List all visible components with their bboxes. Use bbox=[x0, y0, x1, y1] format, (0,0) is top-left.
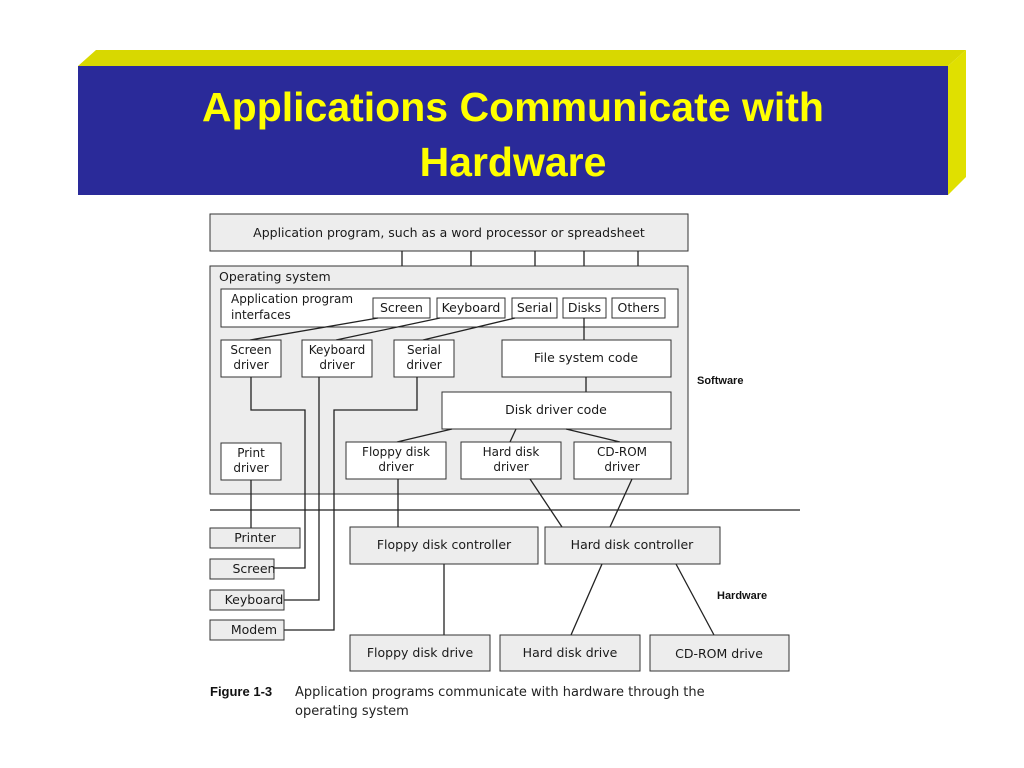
screen-device-label: Screen bbox=[233, 561, 276, 576]
api-item-keyboard-box bbox=[436, 297, 506, 319]
api-label-line1: Application program bbox=[231, 292, 353, 306]
hard-disk-controller-box bbox=[544, 526, 721, 565]
keyboard-driver-box bbox=[301, 339, 373, 378]
api-item-screen: Screen bbox=[380, 300, 423, 315]
keyboard-device-label: Keyboard bbox=[225, 592, 284, 607]
api-item-disks: Disks bbox=[568, 300, 601, 315]
operating-system-label: Operating system bbox=[219, 269, 331, 284]
disk-driver-code-box bbox=[441, 391, 672, 430]
cdrom-driver-line1: CD-ROM bbox=[597, 445, 647, 459]
floppy-disk-drive-box bbox=[349, 634, 491, 672]
title-banner: Applications Communicate with Hardware bbox=[78, 50, 966, 195]
printer-device-box bbox=[209, 527, 301, 549]
hard-disk-driver-box bbox=[460, 441, 562, 480]
api-item-serial-box bbox=[511, 297, 558, 319]
disk-driver-code-connectors bbox=[396, 428, 621, 443]
print-driver-line2: driver bbox=[233, 461, 268, 475]
cdrom-drive-box bbox=[649, 634, 790, 672]
driver-to-device-connectors bbox=[250, 377, 715, 636]
modem-device-label: Modem bbox=[231, 622, 277, 637]
api-item-screen-box bbox=[372, 297, 431, 319]
print-driver-line1: Print bbox=[237, 446, 265, 460]
hard-disk-drive-box bbox=[499, 634, 641, 672]
disk-driver-code-label: Disk driver code bbox=[505, 402, 607, 417]
floppy-disk-driver-line1: Floppy disk bbox=[362, 445, 430, 459]
modem-device-box bbox=[209, 619, 285, 641]
serial-driver-line1: Serial bbox=[407, 343, 441, 357]
api-item-others: Others bbox=[617, 300, 659, 315]
hard-disk-drive-label: Hard disk drive bbox=[523, 645, 618, 660]
api-to-driver-connectors bbox=[249, 317, 585, 341]
serial-driver-box bbox=[393, 339, 455, 378]
keyboard-driver-line2: driver bbox=[319, 358, 354, 372]
file-system-code-box bbox=[501, 339, 672, 378]
cdrom-driver-line2: driver bbox=[604, 460, 639, 474]
keyboard-driver-line1: Keyboard bbox=[309, 343, 365, 357]
figure-caption-line1: Application programs communicate with ha… bbox=[295, 685, 705, 700]
application-program-box bbox=[209, 213, 689, 252]
architecture-diagram: Application program, such as a word proc… bbox=[209, 213, 800, 719]
slide-title-line1: Applications Communicate with bbox=[202, 84, 824, 130]
api-item-others-box bbox=[611, 297, 666, 319]
keyboard-device-box bbox=[209, 589, 285, 611]
floppy-disk-driver-box bbox=[345, 441, 447, 480]
hardware-label: Hardware bbox=[717, 590, 767, 602]
file-system-code-label: File system code bbox=[534, 350, 639, 365]
floppy-disk-controller-box bbox=[349, 526, 539, 565]
screen-driver-line1: Screen bbox=[230, 343, 271, 357]
print-driver-box bbox=[220, 442, 282, 481]
printer-device-label: Printer bbox=[234, 530, 276, 545]
floppy-disk-driver-line2: driver bbox=[378, 460, 413, 474]
application-program-label: Application program, such as a word proc… bbox=[253, 225, 645, 240]
cdrom-driver-box bbox=[573, 441, 672, 480]
banner-bevel-top bbox=[78, 50, 966, 66]
software-label: Software bbox=[697, 375, 743, 387]
hard-disk-controller-label: Hard disk controller bbox=[571, 537, 695, 552]
api-label-line2: interfaces bbox=[231, 308, 291, 322]
screen-driver-line2: driver bbox=[233, 358, 268, 372]
screen-driver-box bbox=[220, 339, 282, 378]
screen-device-box bbox=[209, 558, 275, 580]
floppy-disk-drive-label: Floppy disk drive bbox=[367, 645, 474, 660]
hard-disk-driver-line2: driver bbox=[493, 460, 528, 474]
api-item-keyboard: Keyboard bbox=[442, 300, 501, 315]
hard-disk-driver-line1: Hard disk bbox=[483, 445, 540, 459]
cdrom-drive-label: CD-ROM drive bbox=[675, 646, 763, 661]
slide-title-line2: Hardware bbox=[420, 139, 607, 185]
figure-label: Figure 1-3 bbox=[210, 684, 272, 699]
banner-panel bbox=[78, 66, 948, 195]
banner-bevel-right bbox=[948, 50, 966, 195]
api-item-serial: Serial bbox=[517, 300, 552, 315]
figure-caption-line2: operating system bbox=[295, 704, 409, 719]
serial-driver-line2: driver bbox=[406, 358, 441, 372]
floppy-disk-controller-label: Floppy disk controller bbox=[377, 537, 512, 552]
